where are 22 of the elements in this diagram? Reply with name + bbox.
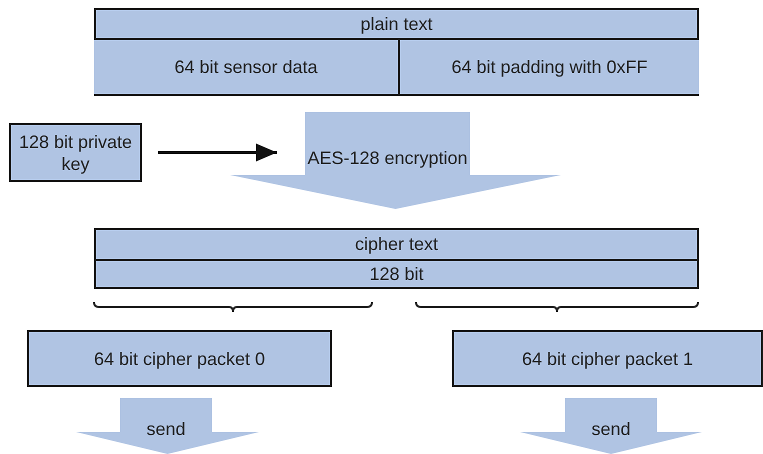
step-text: send <box>591 418 631 440</box>
data-box <box>452 330 763 387</box>
table-cell <box>398 38 699 94</box>
table-heading: cipher text <box>354 233 438 256</box>
table-cell <box>94 38 398 94</box>
data-box <box>9 123 142 182</box>
box-text: 64 bit cipher packet 1 <box>522 348 694 370</box>
step-text: AES-128 encryption <box>307 146 468 168</box>
size-text: 128 bit <box>369 262 424 285</box>
step-text: send <box>146 418 186 440</box>
cipher-text-table <box>94 228 699 289</box>
box-text: 64 bit cipher packet 0 <box>94 348 266 370</box>
cell-text: 64 bit padding with 0xFF <box>451 56 648 78</box>
block-arrow <box>76 398 259 454</box>
block-arrow <box>520 398 702 454</box>
data-box <box>27 330 332 387</box>
plain-text-table <box>94 8 699 96</box>
table-heading: plain text <box>360 13 433 35</box>
box-text: 128 bit private key <box>18 130 134 174</box>
cell-text: 64 bit sensor data <box>174 56 318 78</box>
arrow <box>158 144 277 162</box>
block-arrow <box>230 112 561 209</box>
